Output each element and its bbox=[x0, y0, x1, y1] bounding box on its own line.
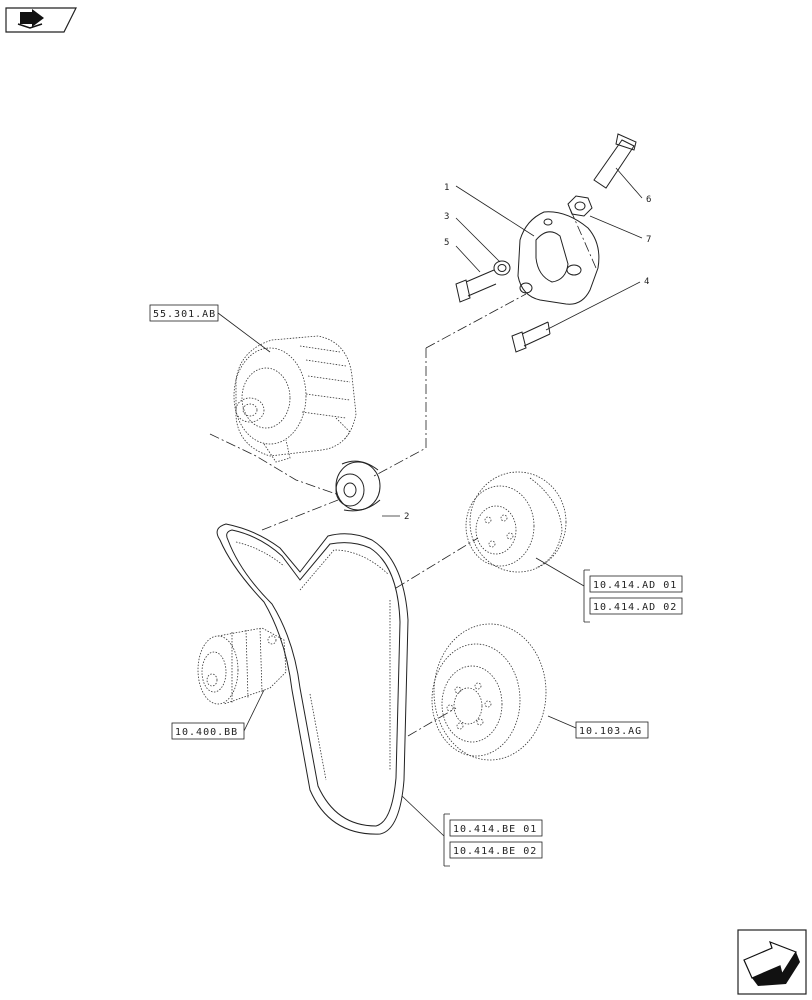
ref-damper[interactable]: 10.103.AG bbox=[547, 715, 649, 739]
crank-pulley-upper bbox=[465, 471, 567, 573]
ref-belt-b[interactable]: 10.414.BE 02 bbox=[449, 841, 543, 859]
callout-2: 2 bbox=[404, 512, 409, 522]
callout-5: 5 bbox=[444, 238, 449, 248]
tensioner-bracket bbox=[517, 211, 600, 305]
callout-7: 7 bbox=[646, 235, 651, 245]
ref-belt-a[interactable]: 10.414.BE 01 bbox=[449, 819, 543, 837]
ref-alternator[interactable]: 55.301.AB bbox=[149, 304, 271, 353]
svg-text:10.414.BE 01: 10.414.BE 01 bbox=[453, 824, 537, 835]
book-arrow-icon[interactable] bbox=[5, 7, 77, 33]
bolt-5 bbox=[455, 269, 497, 303]
callouts: 1 2 3 4 5 6 7 bbox=[382, 167, 651, 522]
callout-1: 1 bbox=[444, 183, 449, 193]
assembly-lines bbox=[209, 203, 597, 737]
poly-v-belt bbox=[216, 523, 409, 835]
ref-pulley-a[interactable]: 10.414.AD 01 bbox=[589, 575, 683, 593]
ref-belt-group bbox=[401, 795, 450, 867]
water-pump bbox=[197, 627, 287, 705]
callout-3: 3 bbox=[444, 212, 449, 222]
svg-text:10.414.AD 01: 10.414.AD 01 bbox=[593, 580, 677, 591]
idler-pulley bbox=[335, 460, 381, 512]
svg-text:10.400.BB: 10.400.BB bbox=[175, 727, 238, 738]
ref-water-pump[interactable]: 10.400.BB bbox=[171, 689, 265, 740]
callout-6: 6 bbox=[646, 195, 651, 205]
svg-text:10.414.BE 02: 10.414.BE 02 bbox=[453, 846, 537, 857]
svg-text:55.301.AB: 55.301.AB bbox=[153, 309, 216, 320]
ref-pulley-group bbox=[535, 557, 590, 623]
alternator bbox=[233, 335, 357, 463]
bolt-4 bbox=[511, 321, 551, 353]
callout-4: 4 bbox=[644, 277, 649, 287]
vibration-damper bbox=[431, 623, 547, 761]
next-page-arrow-icon[interactable] bbox=[737, 929, 807, 995]
washer-3 bbox=[493, 260, 511, 276]
screw-6 bbox=[593, 133, 637, 189]
ref-pulley-b[interactable]: 10.414.AD 02 bbox=[589, 597, 683, 615]
svg-text:10.414.AD 02: 10.414.AD 02 bbox=[593, 602, 677, 613]
svg-text:10.103.AG: 10.103.AG bbox=[579, 726, 642, 737]
